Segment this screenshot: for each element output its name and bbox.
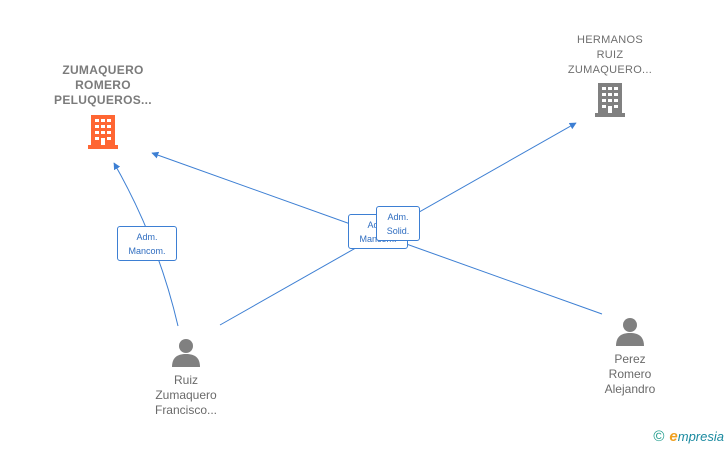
company-name-main: ZUMAQUERO ROMERO PELUQUEROS...	[54, 63, 152, 107]
person-node-perez[interactable]: Perez Romero Alejandro	[580, 316, 680, 397]
brand-initial: e	[669, 428, 678, 445]
person-name-perez: Perez Romero Alejandro	[604, 352, 656, 396]
role-label-ruiz-other[interactable]: Adm. Solid.	[376, 206, 420, 241]
brand-logo: ©empresia	[653, 428, 724, 445]
person-icon	[616, 318, 644, 346]
brand-rest: mpresia	[677, 429, 724, 444]
company-node-main[interactable]: ZUMAQUERO ROMERO PELUQUEROS...	[32, 63, 174, 150]
company-name-other: HERMANOS RUIZ ZUMAQUERO...	[567, 34, 653, 76]
role-label-ruiz-main[interactable]: Adm. Mancom.	[117, 226, 177, 261]
building-icon	[88, 115, 118, 149]
person-name-ruiz: Ruiz Zumaquero Francisco...	[154, 373, 217, 417]
copyright-icon: ©	[653, 428, 665, 445]
person-node-ruiz[interactable]: Ruiz Zumaquero Francisco...	[136, 337, 236, 418]
building-icon	[595, 83, 625, 117]
person-icon	[172, 339, 200, 367]
company-node-other[interactable]: HERMANOS RUIZ ZUMAQUERO...	[550, 33, 670, 118]
